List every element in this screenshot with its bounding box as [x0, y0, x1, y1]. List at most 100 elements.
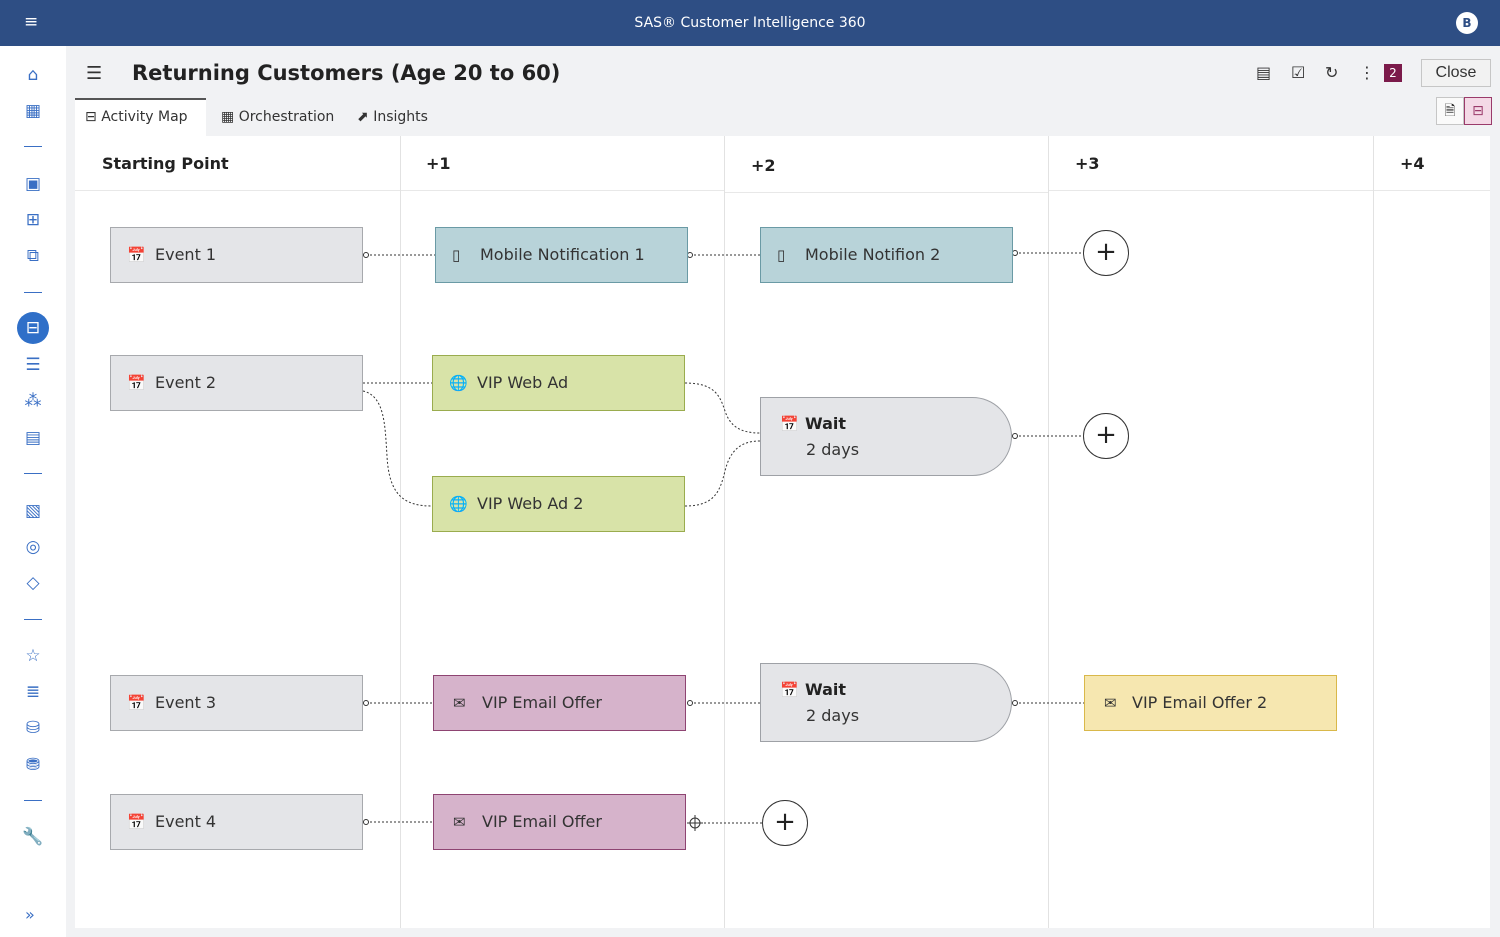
column-header: +2 — [724, 138, 1048, 193]
chart-icon: ⬈ — [357, 109, 369, 125]
more-options-icon[interactable]: ⋮ — [1359, 63, 1375, 82]
globe-icon: 🌐 — [449, 495, 468, 513]
crosshair-icon — [687, 815, 703, 831]
grid-icon[interactable]: ▣ — [24, 174, 42, 194]
table-settings-icon[interactable]: ▤ — [24, 428, 42, 448]
tab-orchestration[interactable]: ▦ Orchestration — [221, 98, 334, 136]
envelope-icon: ✉ — [453, 694, 466, 712]
segments-icon[interactable]: ⁂ — [24, 391, 42, 411]
mobile-notification-node[interactable]: ▯ Mobile Notification 1 — [435, 227, 688, 283]
connector-port — [1012, 433, 1018, 439]
app-title: SAS® Customer Intelligence 360 — [634, 15, 866, 31]
calendar-star-icon: 📅 — [127, 374, 146, 392]
node-label: Event 1 — [155, 245, 217, 264]
column-divider — [724, 136, 725, 928]
wait-duration: 2 days — [806, 440, 860, 459]
event-node[interactable]: 📅 Event 1 — [110, 227, 363, 283]
connector — [684, 440, 761, 507]
calendar-star-icon: 📅 — [127, 694, 146, 712]
list-icon[interactable]: ☰ — [86, 63, 103, 84]
node-label: VIP Web Ad 2 — [477, 494, 584, 513]
brain-icon[interactable]: ◎ — [25, 537, 41, 557]
calendar-clock-icon: 📅 — [780, 415, 799, 433]
hamburger-menu-icon[interactable]: ≡ — [24, 12, 39, 32]
copy-icon[interactable]: ⧉ — [26, 246, 40, 266]
building-user-icon[interactable]: ▦ — [24, 101, 42, 121]
expand-sidebar-icon[interactable]: » — [25, 905, 35, 924]
activity-map-icon: ⊟ — [1472, 103, 1484, 119]
add-node-button[interactable]: + — [1083, 230, 1129, 276]
refresh-icon[interactable]: ↻ — [1325, 63, 1339, 82]
wait-duration: 2 days — [806, 706, 860, 725]
event-node[interactable]: 📅 Event 4 — [110, 794, 363, 850]
wait-title: Wait — [805, 680, 847, 699]
image-icon[interactable]: ▧ — [24, 501, 42, 521]
event-node[interactable]: 📅 Event 2 — [110, 355, 363, 411]
tab-activity-map[interactable]: ⊟ Activity Map — [75, 98, 206, 136]
home-icon[interactable]: ⌂ — [27, 65, 39, 85]
divider — [24, 146, 42, 147]
calendar-star-icon: 📅 — [127, 246, 146, 264]
node-label: Event 3 — [155, 693, 217, 712]
connectors — [362, 250, 1084, 831]
web-ad-node[interactable]: 🌐 VIP Web Ad — [432, 355, 685, 411]
node-label: Mobile Notifion 2 — [805, 245, 941, 264]
plus-icon: + — [774, 807, 796, 837]
email-node[interactable]: ✉VIP Email Offer — [433, 794, 686, 850]
clipboard-check-icon[interactable]: ☑ — [1291, 63, 1306, 82]
connector-port — [363, 819, 369, 825]
divider — [24, 473, 42, 474]
activity-map-icon[interactable]: ⊟ — [17, 312, 49, 344]
globe-icon: 🌐 — [449, 374, 468, 392]
node-label: VIP Email Offer — [482, 812, 602, 831]
connector-port — [1012, 700, 1018, 706]
column-divider — [1048, 136, 1049, 928]
activity-map-view-button[interactable]: ⊟ — [1464, 97, 1492, 125]
divider — [24, 292, 42, 293]
column-header: +4 — [1373, 136, 1490, 191]
plus-icon: + — [1095, 420, 1117, 450]
node-label: Event 2 — [155, 373, 217, 392]
divider — [24, 619, 42, 620]
mobile-phone-icon: ▯ — [452, 246, 461, 264]
tab-label: Orchestration — [238, 109, 335, 125]
wrench-icon[interactable]: 🔧 — [22, 827, 44, 847]
envelope-icon: ✉ — [1104, 694, 1117, 712]
page-title: Returning Customers (Age 20 to 60) — [132, 61, 561, 85]
database-chart-icon[interactable]: ⛃ — [25, 755, 41, 775]
connector — [684, 382, 761, 434]
document-check-icon: 🗎 — [1444, 103, 1456, 119]
calendar-clock-icon: ▦ — [221, 109, 235, 125]
event-node[interactable]: 📅 Event 3 — [110, 675, 363, 731]
node-label: Event 4 — [155, 812, 217, 831]
email-node[interactable]: ✉ VIP Email Offer 2 — [1084, 675, 1337, 731]
connector-port — [1012, 250, 1018, 256]
save-icon[interactable]: ▤ — [1256, 63, 1272, 82]
node-label: VIP Email Offer 2 — [1132, 693, 1268, 712]
add-node-button[interactable]: + — [1083, 413, 1129, 459]
sidebar: ⌂ ▦ ▣ ⊞ ⧉ ⊟ ☰ ⁂ ▤ ▧ ◎ ◇ ☆ ≣ ⛁ ⛃ 🔧 — [0, 46, 66, 937]
flow-icon[interactable]: ⊞ — [25, 210, 41, 230]
node-label: VIP Web Ad — [477, 373, 569, 392]
user-avatar[interactable]: B — [1456, 12, 1478, 34]
web-ad-node[interactable]: 🌐 VIP Web Ad 2 — [432, 476, 685, 532]
email-node[interactable]: ✉VIP Email Offer — [433, 675, 686, 731]
tab-insights[interactable]: ⬈ Insights — [357, 98, 428, 136]
add-node-button[interactable]: + — [762, 800, 808, 846]
document-list-icon[interactable]: ≣ — [25, 682, 41, 702]
notification-badge[interactable]: 2 — [1384, 64, 1402, 82]
activity-map-canvas: Starting Point +1 +2 +3 +4 — [75, 136, 1490, 928]
database-icon[interactable]: ⛁ — [25, 718, 41, 738]
list-search-icon[interactable]: ☰ — [25, 355, 41, 375]
connector-port — [687, 252, 693, 258]
connector-port — [363, 252, 369, 258]
mobile-notification-node[interactable]: ▯Mobile Notifion 2 — [760, 227, 1013, 283]
calendar-star-icon: 📅 — [127, 813, 146, 831]
node-label: Mobile Notification 1 — [480, 245, 645, 264]
document-check-view-button[interactable]: 🗎 — [1436, 97, 1464, 125]
target-icon[interactable]: ◇ — [26, 573, 40, 593]
close-button[interactable]: Close — [1421, 59, 1491, 87]
calendar-star-icon[interactable]: ☆ — [25, 646, 41, 666]
